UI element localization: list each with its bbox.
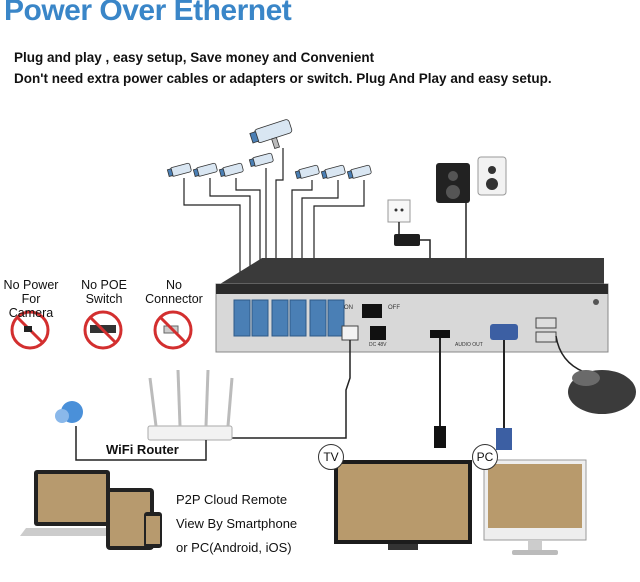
audio-out-label: AUDIO OUT xyxy=(455,342,483,348)
p2p-description: P2P Cloud Remote View By Smartphone or P… xyxy=(176,488,297,560)
camera-icon xyxy=(320,164,346,179)
subtitle-line-1: Plug and play , easy setup, Save money a… xyxy=(14,50,375,65)
subtitle-line-2: Don't need extra power cables or adapter… xyxy=(14,71,552,86)
speaker-icon xyxy=(477,156,507,196)
camera-icon-group xyxy=(166,119,372,179)
cloud-icon xyxy=(55,401,83,423)
benefit-line: No xyxy=(166,278,182,292)
tv-label: TV xyxy=(318,444,344,470)
benefit-no-connector: No Connector xyxy=(142,278,206,306)
no-connector-icon xyxy=(153,310,193,350)
camera-icon xyxy=(166,162,192,177)
benefit-no-power: No Power For Camera xyxy=(0,278,62,320)
usb-cable xyxy=(555,335,585,373)
benefit-line: Switch xyxy=(85,292,123,306)
power-switch-on-label: ON xyxy=(344,305,353,311)
benefit-line: No Power xyxy=(3,278,59,292)
tv-icon xyxy=(334,460,472,550)
power-switch-off-label: OFF xyxy=(388,305,400,311)
benefit-line: No POE xyxy=(81,278,127,292)
pc-label: PC xyxy=(472,444,498,470)
camera-icon xyxy=(192,162,218,177)
no-power-icon xyxy=(10,310,50,350)
no-poe-switch-icon xyxy=(83,310,123,350)
nvr-device xyxy=(215,258,609,353)
pc-monitor-icon xyxy=(483,459,587,555)
p2p-line: View By Smartphone xyxy=(176,516,298,531)
laptop-icon xyxy=(20,470,124,536)
benefit-no-poe-switch: No POE Switch xyxy=(76,278,132,306)
mouse-icon xyxy=(568,370,636,414)
camera-icon xyxy=(294,164,320,179)
camera-icon xyxy=(248,152,274,167)
benefit-line: Connector xyxy=(145,292,203,306)
lan-cable xyxy=(232,340,351,439)
smartphone-icon xyxy=(144,512,162,548)
tablet-icon xyxy=(106,488,154,550)
power-adapter-icon xyxy=(394,234,420,246)
p2p-line: P2P Cloud Remote xyxy=(176,492,288,507)
dc-label: DC 48V xyxy=(369,342,387,348)
camera-icon xyxy=(346,164,372,179)
wifi-router-icon xyxy=(147,369,234,441)
page-title: Power Over Ethernet xyxy=(4,0,292,27)
camera-icon-large xyxy=(249,119,293,150)
wifi-router-label: WiFi Router xyxy=(98,442,187,457)
camera-icon xyxy=(218,162,244,177)
benefit-line: For Camera xyxy=(8,292,54,320)
speaker-icon xyxy=(436,163,470,203)
p2p-line: or PC(Android, iOS) xyxy=(176,540,292,555)
internet-cable xyxy=(75,426,207,461)
power-outlet-icon xyxy=(387,199,411,223)
